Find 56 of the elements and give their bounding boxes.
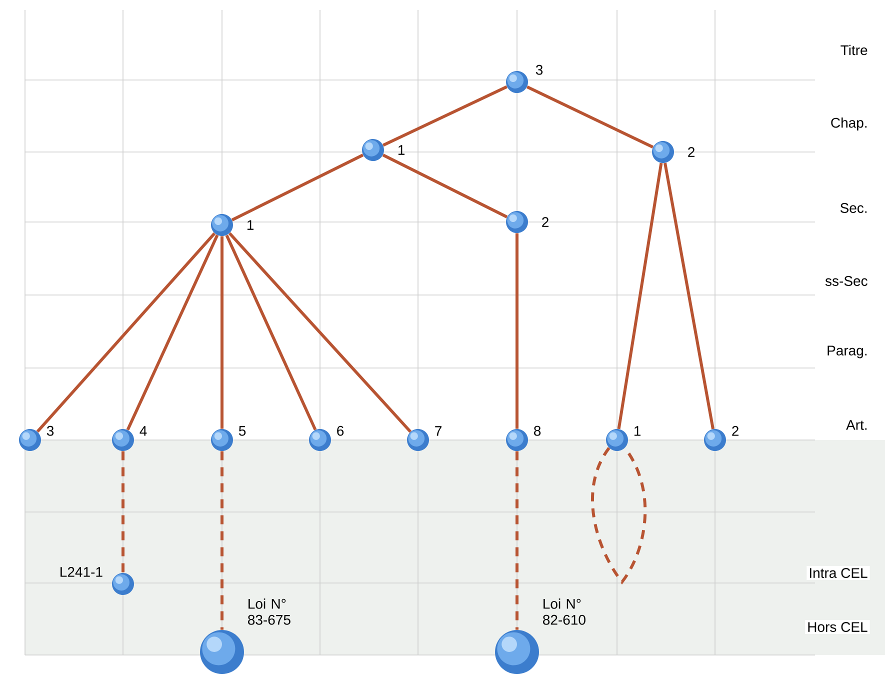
node-label: L241-1: [60, 567, 102, 577]
connector: [591, 447, 647, 584]
node-label: 8: [534, 426, 541, 436]
level-label: ss-Sec: [823, 274, 870, 288]
node-label: 4: [140, 426, 147, 436]
connector: [516, 233, 518, 429]
connector: [228, 232, 412, 433]
sphere: [506, 71, 528, 93]
connector: [122, 451, 124, 573]
sphere: [606, 429, 628, 451]
connector: [617, 162, 663, 430]
connector: [382, 154, 508, 218]
node-label: 3: [536, 64, 543, 75]
level-label: Titre: [838, 42, 870, 58]
connector: [36, 232, 216, 433]
node-label: 1: [247, 220, 254, 230]
node-label: 1: [398, 145, 404, 155]
sphere: [112, 573, 134, 595]
connector: [664, 162, 714, 430]
level-label: Art.: [844, 418, 870, 432]
node-label: 2: [542, 217, 548, 227]
connector: [225, 234, 317, 430]
node-label: 5: [238, 426, 246, 436]
connector: [220, 451, 224, 630]
node-label: 7: [435, 426, 442, 436]
connector: [231, 154, 364, 222]
connector: [516, 451, 518, 630]
sphere: [211, 214, 233, 236]
sphere: [362, 139, 384, 161]
connector: [526, 85, 654, 149]
sphere: [407, 429, 429, 451]
level-label: Hors CEL: [805, 620, 870, 634]
sphere: [704, 429, 726, 451]
node-label: 2: [732, 426, 738, 436]
connector: [220, 236, 224, 429]
node-label: 2: [688, 147, 694, 157]
sphere: [211, 429, 233, 451]
sphere: [200, 630, 244, 674]
connector: [126, 234, 219, 430]
sphere: [112, 429, 134, 451]
node-label: Loi N° 83-675: [248, 598, 290, 625]
level-label: Sec.: [838, 201, 870, 215]
connector: [382, 85, 508, 147]
sphere: [506, 429, 528, 451]
sphere: [309, 429, 331, 451]
sphere: [506, 211, 528, 233]
sphere: [495, 630, 539, 674]
node-label: 1: [634, 426, 641, 436]
node-label: 6: [337, 426, 344, 436]
level-label: Intra CEL: [806, 566, 870, 580]
sphere: [19, 429, 41, 451]
node-label: Loi N° 82-610: [543, 598, 586, 625]
level-label: Parag.: [824, 344, 870, 360]
sphere: [652, 141, 674, 163]
node-label: 3: [46, 426, 54, 436]
level-label: Chap.: [828, 115, 870, 133]
